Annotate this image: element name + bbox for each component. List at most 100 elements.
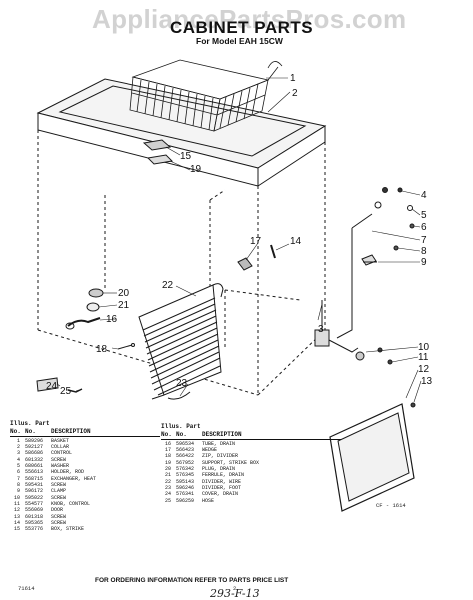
table-row: 17 566423 WEDGE [161, 447, 341, 453]
part-description: TUBE, DRAIN [202, 440, 236, 447]
strike-box [142, 139, 174, 165]
table-row: 20 576342 PLUG, DRAIN [161, 466, 341, 472]
illus-number: 16 [164, 440, 171, 447]
figure-code: CF - 1614 [376, 502, 406, 509]
illus-number: 22 [164, 478, 171, 485]
illus-number: 13 [13, 513, 20, 520]
callout-5: 5 [421, 210, 427, 221]
part-number: 566422 [176, 453, 195, 460]
callout-14: 14 [290, 236, 302, 247]
part-number: 596534 [176, 440, 195, 447]
heat-exchanger [336, 187, 388, 339]
illus-number: 7 [16, 475, 20, 482]
illus-number: 5 [16, 462, 20, 469]
part-number: 566423 [176, 446, 195, 453]
part-number: 576342 [176, 465, 195, 472]
part-number: 556613 [25, 469, 44, 476]
part-number: 586686 [25, 450, 44, 457]
part-number: 595022 [25, 494, 44, 501]
table-row: 15 553776 BOX, STRIKE [10, 526, 160, 532]
table-header-line2: No.No.DESCRIPTION [10, 427, 91, 435]
illus-number: 9 [16, 488, 20, 495]
illus-number: 25 [164, 497, 171, 504]
callout-1: 1 [290, 73, 296, 84]
callout-24: 24 [46, 381, 58, 392]
callout-4: 4 [421, 190, 427, 201]
part-description: CLAMP [51, 488, 67, 495]
ordering-footer: FOR ORDERING INFORMATION REFER TO PARTS … [95, 577, 289, 584]
part-description: WASHER [51, 462, 70, 469]
page-title: CABINET PARTS [170, 18, 314, 37]
part-number: 601332 [25, 456, 44, 463]
illus-number: 10 [13, 494, 20, 501]
callout-6: 6 [421, 222, 427, 233]
part-description: SCREW [51, 519, 67, 526]
basket [129, 59, 283, 132]
part-description: PLUG, DRAIN [202, 465, 236, 472]
callout-15: 15 [180, 151, 192, 162]
illus-number: 19 [164, 459, 171, 466]
part-number: 556069 [25, 507, 44, 514]
part-description: KNOB, CONTROL [51, 500, 91, 507]
table-row: 16 596534 TUBE, DRAIN [161, 441, 341, 447]
part-description: BOX, STRIKE [51, 526, 85, 533]
part-description: WEDGE [202, 446, 218, 453]
part-description: COLLAR [51, 443, 70, 450]
part-description: SCREW [51, 513, 67, 520]
illus-number: 20 [164, 465, 171, 472]
part-number: 596246 [176, 484, 195, 491]
illus-number: 15 [13, 526, 20, 533]
part-description: SCREW [51, 481, 67, 488]
zip-divider [117, 343, 135, 350]
part-description: COVER, DRAIN [202, 491, 239, 498]
part-number: 595365 [25, 519, 44, 526]
illus-number: 2 [16, 443, 20, 450]
callout-8: 8 [421, 246, 427, 257]
callout-22: 22 [162, 280, 174, 291]
illus-number: 18 [164, 453, 171, 460]
handwritten-note: 293-F-13 [210, 587, 260, 600]
illus-number: 23 [164, 484, 171, 491]
illus-number: 17 [164, 446, 171, 453]
drain-parts [65, 288, 104, 330]
part-number: 589296 [25, 437, 44, 444]
part-number: 595431 [25, 481, 44, 488]
callout-21: 21 [118, 300, 130, 311]
cabinet-collar [36, 78, 327, 187]
part-number: 576341 [176, 491, 195, 498]
callout-23: 23 [176, 378, 188, 389]
model-subtitle: For Model EAH 15CW [196, 36, 283, 46]
part-number: 568715 [25, 475, 44, 482]
part-description: DOOR [51, 507, 64, 514]
part-number: 595143 [176, 478, 195, 485]
drain-cover [36, 377, 83, 393]
part-description: EXCHANGER, HEAT [51, 475, 97, 482]
table-row: 2 592127 COLLAR [10, 444, 160, 450]
callout-7: 7 [421, 235, 427, 246]
illus-number: 21 [164, 472, 171, 479]
part-description: HOLDER, ROD [51, 469, 85, 476]
part-number: 592127 [25, 443, 44, 450]
divider-foot [167, 391, 191, 400]
part-description: SCREW [51, 494, 67, 501]
door [329, 403, 415, 512]
page-number: 2 [233, 585, 237, 592]
callout-10: 10 [418, 342, 430, 353]
illus-number: 24 [164, 491, 171, 498]
part-number: 567952 [176, 459, 195, 466]
wire-divider [138, 283, 224, 400]
callout-3: 3 [318, 324, 324, 335]
part-number: 553776 [25, 526, 44, 533]
part-description: DIVIDER, WIRE [202, 478, 242, 485]
document-code: 71614 [18, 585, 35, 592]
